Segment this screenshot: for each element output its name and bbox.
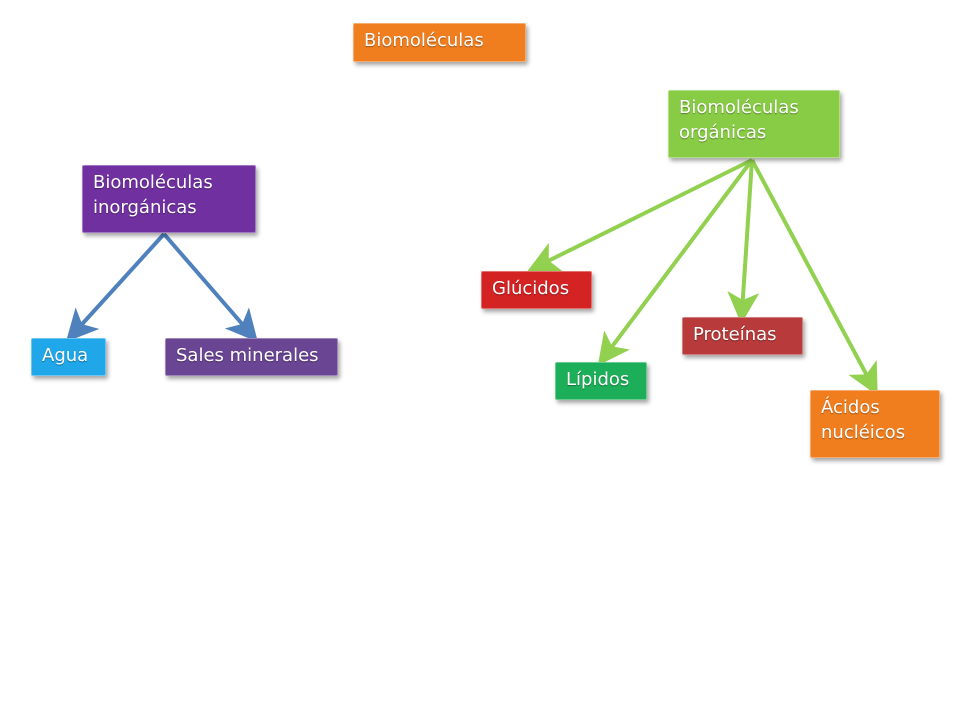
arrow-organic-to-glucidos: [527, 158, 753, 272]
node-proteinas: Proteínas: [682, 317, 803, 355]
node-acidos-nucleicos: Ácidos nucléicos: [810, 390, 940, 458]
arrow-organic-to-acidos: [750, 159, 878, 396]
node-biomoleculas-inorganicas: Biomoléculas inorgánicas: [82, 165, 256, 233]
node-biomoleculas: Biomoléculas: [353, 23, 526, 62]
arrow-organic-to-lipidos: [597, 158, 754, 366]
node-glucidos: Glúcidos: [481, 271, 592, 309]
arrow-inorganic-to-sales: [162, 232, 258, 343]
node-agua: Agua: [31, 338, 106, 376]
node-sales-minerales: Sales minerales: [165, 338, 338, 376]
node-biomoleculas-organicas: Biomoléculas orgánicas: [668, 90, 840, 158]
node-lipidos: Lípidos: [555, 362, 647, 400]
arrow-inorganic-to-agua: [65, 232, 166, 342]
arrow-organic-to-proteinas: [727, 159, 760, 324]
